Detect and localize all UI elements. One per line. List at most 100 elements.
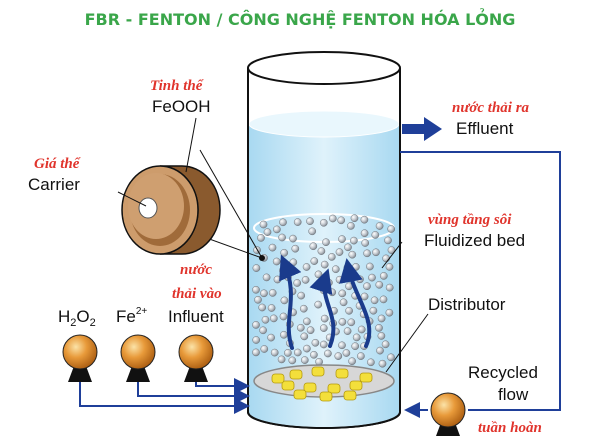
distributor-pellet <box>289 369 303 380</box>
effluent-label-en: Effluent <box>456 119 514 138</box>
carrier-particle <box>369 306 378 315</box>
carrier-particle <box>387 246 396 254</box>
carrier-particle <box>367 358 375 367</box>
carrier-particle <box>348 357 356 366</box>
carrier-particle <box>361 239 370 247</box>
carrier-particle <box>366 262 374 271</box>
carrier-particle <box>382 254 390 263</box>
recycled-label-line2: flow <box>498 385 529 404</box>
carrier-particle <box>378 359 387 368</box>
carrier-particle <box>257 234 265 242</box>
carrier-particle <box>315 278 324 287</box>
carrier-particle <box>317 247 326 255</box>
carrier-particle <box>259 220 268 229</box>
carrier-particle <box>342 349 351 357</box>
carrier-particle <box>261 315 270 324</box>
h2o2-label: H2O2 <box>58 307 96 329</box>
carrier-particle <box>357 352 365 360</box>
carrier-particle <box>296 323 305 332</box>
carrier-label-en: Carrier <box>28 175 80 194</box>
carrier-particle <box>299 304 308 313</box>
pump-recycle <box>430 392 466 436</box>
carrier-particle <box>252 285 260 294</box>
carrier-particle <box>375 324 383 332</box>
carrier-particle <box>300 332 309 341</box>
recycle-pipe <box>400 151 561 418</box>
carrier-particle <box>356 275 364 284</box>
carrier-particle <box>381 340 390 349</box>
carrier-particle <box>289 234 297 243</box>
carrier-particle <box>280 330 288 339</box>
page-title: FBR - FENTON / CÔNG NGHỆ FENTON HÓA LỎNG <box>85 8 516 29</box>
water-surface <box>248 110 400 138</box>
feed-pipes <box>79 372 250 414</box>
carrier-particle <box>347 318 356 327</box>
carrier-particle <box>301 276 310 284</box>
carrier-particle <box>337 216 346 225</box>
carrier-particle <box>291 244 300 253</box>
carrier-particle <box>309 242 318 251</box>
carrier-particle <box>320 314 329 323</box>
carrier-particle <box>344 243 352 252</box>
carrier-particle <box>254 295 262 304</box>
carrier-particle <box>314 270 323 279</box>
carrier-particle <box>370 296 379 305</box>
carrier-particle <box>343 327 352 335</box>
carrier-particle <box>357 325 366 334</box>
carrier-particle <box>319 340 328 349</box>
carrier-particle <box>385 308 394 317</box>
carrier-particle <box>297 291 306 300</box>
distributor-pellet <box>303 382 317 393</box>
carrier-particle <box>308 227 317 236</box>
carrier-particle <box>377 332 386 340</box>
carrier-particle <box>289 258 298 267</box>
pump-influent <box>178 334 214 382</box>
carrier-particle <box>352 333 361 342</box>
distributor-pellet <box>293 389 307 400</box>
carrier-particle <box>272 257 281 266</box>
carrier-particle <box>339 298 348 307</box>
carrier-particle <box>260 289 268 298</box>
carrier-particle <box>273 225 281 234</box>
carrier-particle <box>280 296 289 305</box>
upflow-arrows <box>279 254 372 350</box>
carrier-particle <box>371 231 380 239</box>
carrier-particle <box>270 348 279 357</box>
carrier-particle <box>338 235 346 243</box>
carrier-particle <box>363 249 371 258</box>
carrier-particle <box>387 225 396 233</box>
carrier-particle <box>277 355 286 364</box>
carrier-core <box>138 197 158 219</box>
carrier-particle <box>268 289 277 297</box>
carrier-particle <box>303 317 311 326</box>
distributor-pellet <box>311 366 325 377</box>
carrier-particle <box>319 324 328 332</box>
carrier-particle <box>335 248 344 256</box>
carrier-particle <box>252 336 261 344</box>
carrier-particle <box>387 353 395 362</box>
carrier-particle <box>335 275 344 284</box>
carrier-particle <box>267 304 276 312</box>
carrier-particle <box>302 263 311 271</box>
carrier-particle <box>331 265 340 274</box>
carrier-particle <box>360 292 369 301</box>
carrier-particle <box>279 218 287 227</box>
carrier-particle <box>311 338 320 347</box>
carrier-particle <box>258 303 267 312</box>
carrier-particle <box>293 348 302 357</box>
carrier-particle <box>379 272 388 280</box>
carrier-particle <box>360 215 369 224</box>
carrier-particle <box>310 350 318 359</box>
effluent-label-vn: nước thải ra <box>452 100 530 116</box>
carrier-particle <box>385 283 394 292</box>
carrier-particle <box>385 263 394 271</box>
carrier-particle <box>252 264 261 272</box>
carrier-particle <box>334 352 343 360</box>
carrier-particle <box>252 321 260 329</box>
carrier-particle <box>328 214 337 223</box>
carrier-particle <box>375 222 384 230</box>
carrier-particle <box>375 280 384 289</box>
carrier-label-vn: Giá thể <box>34 156 81 172</box>
pump-fe2 <box>120 334 156 382</box>
influent-label-en: Influent <box>168 307 224 326</box>
